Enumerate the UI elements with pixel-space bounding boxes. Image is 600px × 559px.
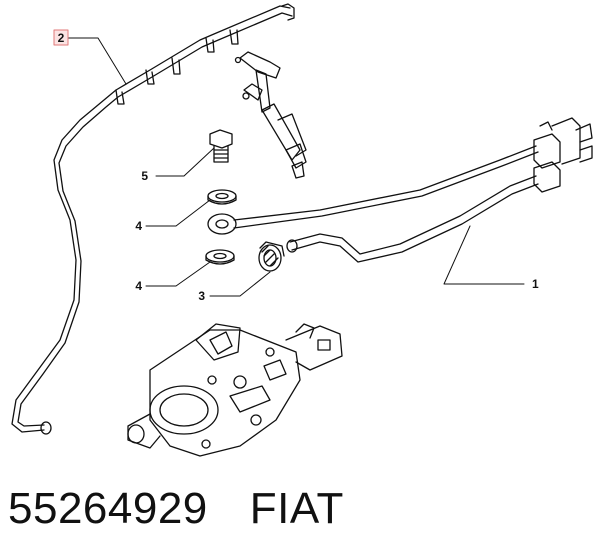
banjo-bolt-part-5 [209, 129, 233, 163]
part-number: 55264929 [8, 484, 208, 533]
callout-label-1: 1 [532, 277, 539, 291]
return-hose-part-2 [11, 3, 295, 435]
hose-clip-part-3 [258, 241, 285, 272]
callout-label-2-highlight [53, 29, 69, 46]
callout-label-5: 5 [141, 169, 148, 183]
fuel-injector [234, 51, 307, 179]
callout-label-4-lower: 4 [135, 279, 142, 293]
callout-leaders [67, 37, 525, 297]
high-pressure-pump [127, 323, 343, 457]
part-number-footer: 55264929 FIAT [8, 484, 344, 534]
fuel-return-pipe-part-1 [207, 117, 593, 263]
brand-name: FIAT [249, 484, 344, 533]
callout-label-2-text: 2 [58, 31, 65, 45]
callout-label-3: 3 [198, 289, 205, 303]
callout-label-4-upper: 4 [135, 219, 142, 233]
sealing-washer-part-4-lower [205, 249, 235, 265]
callout-label-2: 2 [53, 29, 69, 46]
sealing-washer-part-4-upper [207, 189, 237, 205]
